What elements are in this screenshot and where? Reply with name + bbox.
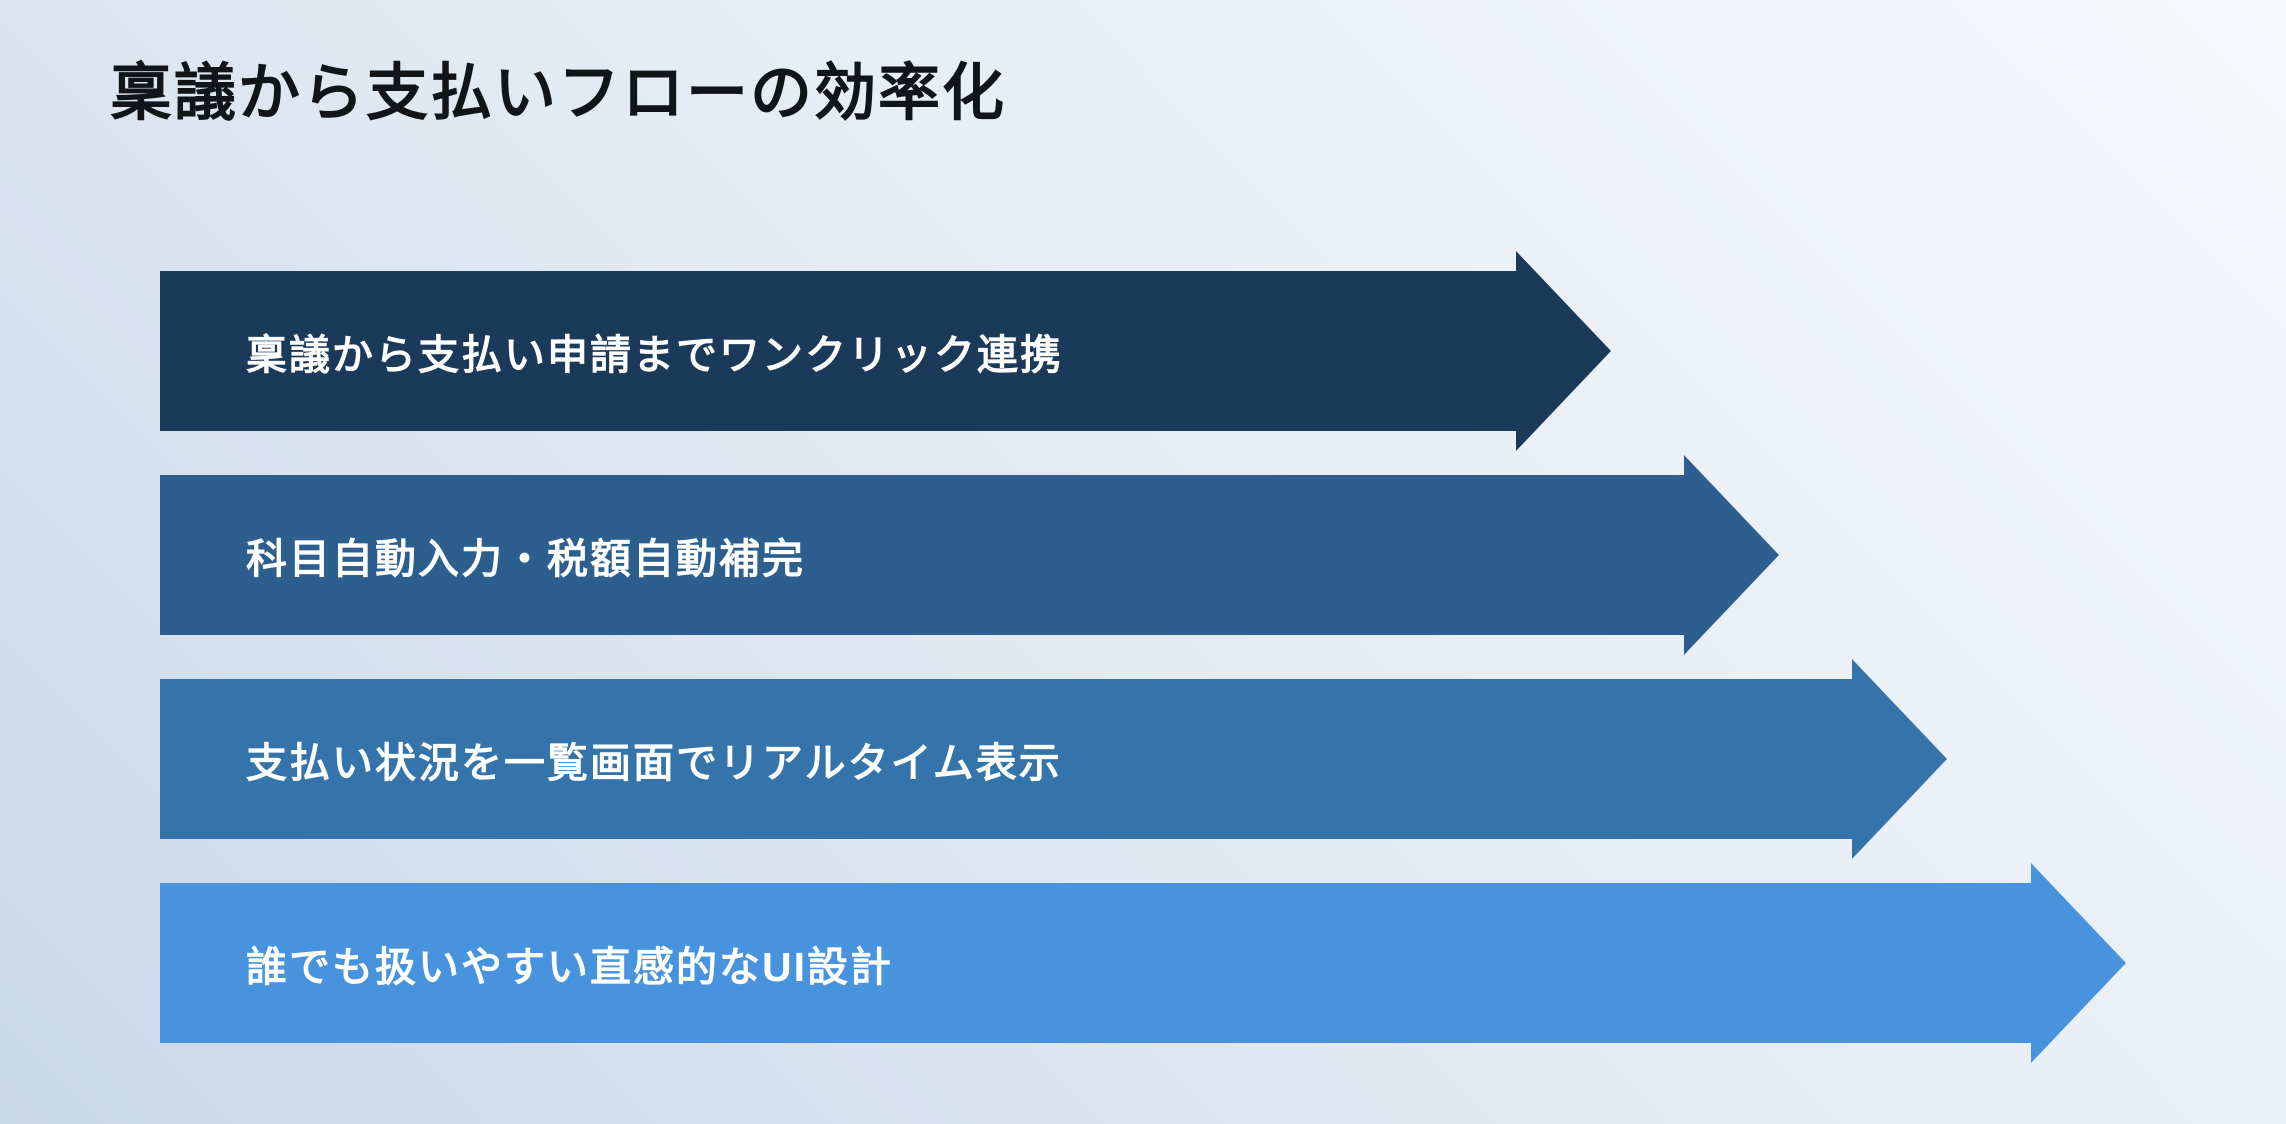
flow-step-label-3: 支払い状況を一覧画面でリアルタイム表示 xyxy=(246,740,1062,786)
flow-step-label-4: 誰でも扱いやすい直感的なUI設計 xyxy=(246,944,893,990)
flow-step-arrow-2: 科目自動入力・税額自動補完 xyxy=(160,455,1779,655)
flow-step-arrow-4: 誰でも扱いやすい直感的なUI設計 xyxy=(160,863,2126,1063)
flow-step-arrow-3: 支払い状況を一覧画面でリアルタイム表示 xyxy=(160,659,1947,859)
flow-step-label-2: 科目自動入力・税額自動補完 xyxy=(246,536,805,582)
page-title: 稟議から支払いフローの効率化 xyxy=(110,59,1007,128)
flow-arrow-list: 稟議から支払い申請までワンクリック連携 科目自動入力・税額自動補完 支払い状況を… xyxy=(160,251,2126,1063)
flow-step-label-1: 稟議から支払い申請までワンクリック連携 xyxy=(246,332,1063,378)
flow-step-arrow-1: 稟議から支払い申請までワンクリック連携 xyxy=(160,251,1611,451)
